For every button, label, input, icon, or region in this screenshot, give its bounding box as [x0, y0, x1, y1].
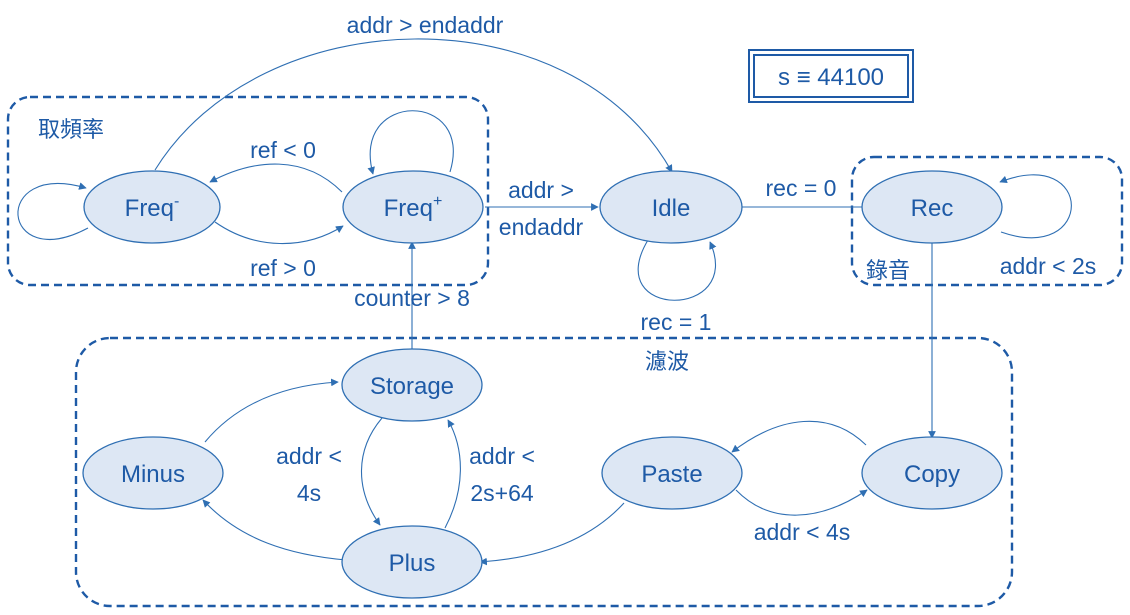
state-minus: Minus: [82, 436, 224, 510]
edge-label-ref-gt-0: ref > 0: [250, 255, 316, 281]
state-freq-plus-sup: +: [433, 193, 442, 210]
state-freq-plus-label: Freq: [384, 195, 433, 222]
group-filter-box: [74, 336, 1014, 608]
edge-freqminus-loop: [17, 182, 89, 240]
edge-label-freqplus-idle-2: endaddr: [499, 214, 584, 240]
state-idle-label: Idle: [652, 195, 691, 222]
state-storage-label: Storage: [370, 373, 454, 400]
edge-label-freqplus-idle-1: addr >: [508, 177, 574, 203]
edge-freq-to-idle-top: [154, 38, 673, 173]
edge-freqplus-to-freqminus: [209, 163, 343, 193]
constant-box: s ≡ 44100: [748, 49, 914, 103]
state-plus: Plus: [341, 525, 483, 599]
edge-label-plus-storage-2: 2s+64: [470, 480, 534, 506]
edge-copy-to-paste: [731, 420, 867, 453]
edge-label-plus-storage-1: addr <: [469, 443, 535, 469]
state-freq-minus-label: Freq: [125, 195, 174, 222]
constant-label: s ≡ 44100: [778, 64, 884, 91]
state-idle: Idle: [599, 170, 743, 244]
state-paste: Paste: [601, 436, 743, 510]
state-freq-plus: Freq+: [342, 170, 484, 244]
state-freq-minus: Freq-: [83, 170, 221, 244]
edge-label-counter: counter > 8: [354, 285, 470, 311]
edge-label-ref-lt-0: ref < 0: [250, 137, 316, 163]
group-freq-label: 取頻率: [38, 118, 104, 143]
state-rec-label: Rec: [911, 195, 954, 222]
edge-idle-loop: [637, 239, 717, 301]
edge-paste-to-copy: [735, 489, 868, 516]
group-rec-box: [850, 155, 1124, 287]
edge-label-idle-loop: rec = 1: [641, 309, 712, 335]
edge-label-freq-to-idle-top: addr > endaddr: [347, 12, 504, 38]
edge-label-rec-loop: addr < 2s: [1000, 253, 1097, 279]
state-copy-label: Copy: [904, 461, 960, 488]
edge-plus-to-minus: [202, 499, 347, 561]
svg-text:Freq+: Freq+: [384, 193, 443, 222]
edge-freqplus-loop: [367, 110, 454, 175]
state-freq-minus-sup: -: [174, 193, 179, 210]
group-rec-label: 錄音: [866, 259, 910, 284]
state-copy: Copy: [861, 436, 1003, 510]
svg-text:Freq-: Freq-: [125, 193, 180, 222]
edge-storage-to-plus: [360, 417, 383, 526]
edge-label-storage-plus-1: addr <: [276, 443, 342, 469]
state-storage: Storage: [341, 348, 483, 422]
state-rec: Rec: [861, 170, 1003, 244]
group-filter-label: 濾波: [645, 350, 689, 375]
edge-plus-to-storage: [444, 419, 461, 529]
edge-minus-to-storage: [204, 378, 339, 443]
edge-paste-to-plus: [479, 502, 625, 566]
state-plus-label: Plus: [389, 550, 436, 577]
edge-label-idle-rec: rec = 0: [766, 175, 837, 201]
edge-freqminus-to-freqplus: [214, 221, 344, 245]
state-minus-label: Minus: [121, 461, 185, 488]
edge-rec-loop: [999, 174, 1072, 239]
edge-label-storage-plus-2: 4s: [297, 480, 321, 506]
edge-label-paste-copy: addr < 4s: [754, 519, 851, 545]
state-paste-label: Paste: [641, 461, 702, 488]
